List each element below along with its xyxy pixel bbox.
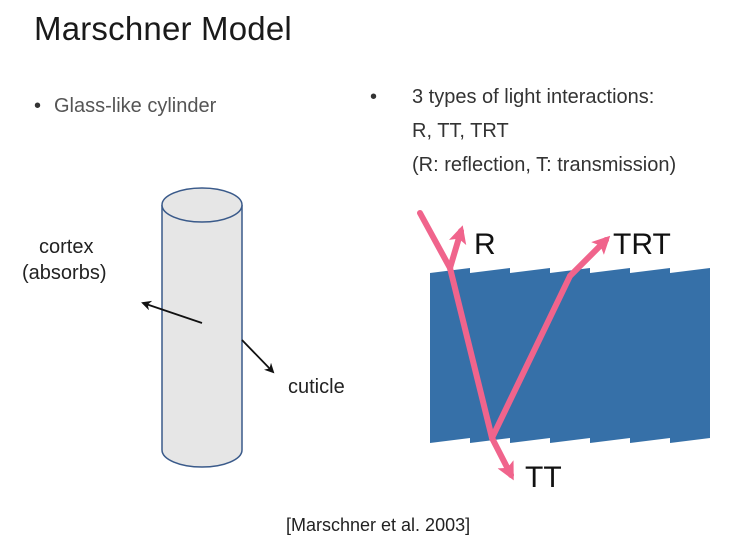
label-cuticle: cuticle bbox=[288, 376, 345, 398]
cylinder-top bbox=[161, 187, 243, 223]
label-r: R bbox=[474, 228, 496, 261]
bullet-line-3: (R: reflection, T: transmission) bbox=[412, 154, 677, 176]
label-trt: TRT bbox=[613, 228, 671, 261]
ray-trt bbox=[567, 235, 611, 279]
label-absorbs: (absorbs) bbox=[22, 262, 107, 284]
cuticle-arrow bbox=[241, 339, 275, 374]
label-tt: TT bbox=[525, 461, 562, 494]
label-cortex: cortex bbox=[39, 236, 94, 258]
citation: [Marschner et al. 2003] bbox=[286, 515, 471, 535]
ray-inside-up bbox=[489, 273, 573, 441]
bullet-light-interactions: • 3 types of light interactions: R, TT, T… bbox=[370, 80, 676, 182]
bullet-dot: • bbox=[34, 95, 42, 117]
bullet-text: Glass-like cylinder bbox=[54, 95, 217, 117]
bullet-glass-cylinder: • Glass-like cylinder bbox=[34, 95, 216, 118]
incoming-ray bbox=[417, 210, 453, 271]
ray-inside-down bbox=[447, 265, 495, 441]
glass-cylinder bbox=[161, 187, 243, 468]
ray-r bbox=[447, 225, 467, 271]
bullet-text: 3 types of light interactions: bbox=[412, 86, 655, 108]
bullet-line-2: R, TT, TRT bbox=[412, 120, 509, 142]
ray-tt bbox=[489, 435, 514, 481]
hair-fiber bbox=[430, 268, 710, 443]
light-rays bbox=[417, 210, 611, 481]
bullet-line-1: • 3 types of light interactions: bbox=[370, 80, 676, 114]
cortex-arrow bbox=[141, 300, 203, 324]
slide-title: Marschner Model bbox=[34, 10, 292, 47]
bullet-dot: • bbox=[370, 86, 378, 108]
